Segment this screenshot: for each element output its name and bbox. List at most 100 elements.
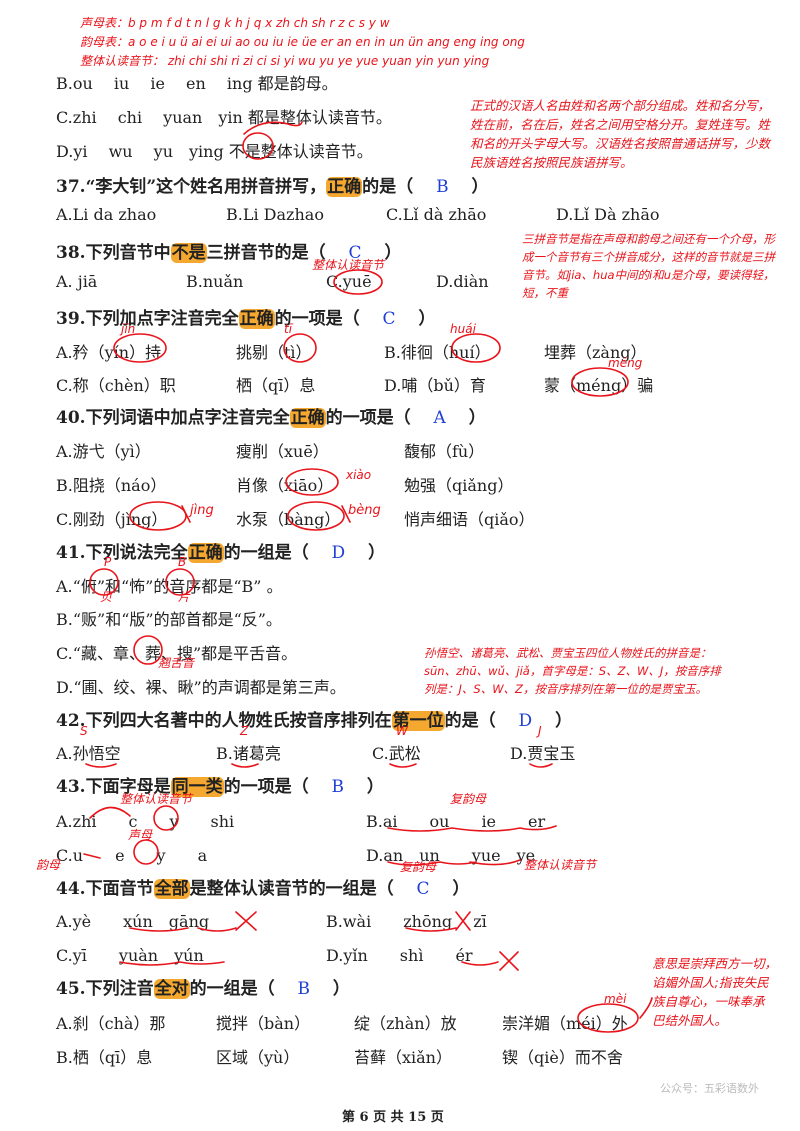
q44-highlight: 全部 [153, 879, 190, 899]
circle-mei [577, 1003, 639, 1033]
mark-xiao: xiào [346, 468, 372, 482]
zhengti-table: 整体认读音节： zhi chi shi ri zi ci si yi wu yu… [80, 54, 490, 68]
q40-a2: 瘦削（xuē） [236, 442, 329, 461]
q45-highlight: 全对 [153, 979, 190, 999]
watermark: 公众号：五彩语数外 [660, 1082, 759, 1095]
q39-title: 39.下列加点字注音完全正确的一项是（ C ） [56, 304, 435, 329]
q40-text: 40.下列词语中加点字注音完全 [56, 408, 290, 428]
q37-option-b: B.Li Dazhao [226, 205, 324, 224]
q38-title: 38.下列音节中不是三拼音节的是（ C ） [56, 238, 401, 263]
q37-text-post: 的是（ [362, 177, 414, 197]
note-surname-2: sūn、zhū、wǔ、jiǎ，首字母是：S、Z、W、J，按音序排 [424, 664, 721, 678]
q39-close: ） [418, 309, 436, 329]
underline-gang [197, 927, 237, 932]
q40-a1: A.游弋（yì） [56, 442, 151, 461]
circle-ti [283, 333, 317, 363]
q43-title: 43.下面字母是同一类的一项是（ B ） [56, 772, 384, 797]
q45-text: 45.下列注音 [56, 979, 154, 999]
q40-b3: 勉强（qiǎng） [404, 476, 514, 495]
circle-bu [242, 132, 274, 160]
q41-highlight: 正确 [187, 543, 224, 563]
note-surname-1: 孙悟空、诸葛亮、武松、贾宝玉四位人物姓氏的拼音是： [424, 646, 712, 660]
tick-jing [181, 505, 191, 523]
q38-highlight: 不是 [170, 243, 207, 263]
q39-a1: A.矜（yín）持 [56, 343, 162, 362]
underline-xun [129, 927, 189, 932]
yunmu-table: 韵母表：a o e i u ü ai ei ui ao ou iu ie üe … [80, 35, 525, 49]
mark-s: S [80, 724, 88, 738]
q37-close: ） [471, 177, 489, 197]
q39-c1: C.称（chèn）职 [56, 376, 176, 395]
mark-fuyun-1: 复韵母 [450, 792, 487, 806]
cross-d [499, 951, 519, 971]
q40-a3: 馥郁（fù） [404, 442, 485, 461]
q41-text-post: 的一组是（ [223, 543, 309, 563]
note-chongyang-1: 意思是崇拜西方一切， [652, 956, 778, 971]
q45-a1: A.刹（chà）那 [56, 1014, 166, 1033]
q43-option-a: A.zhi c y shi [56, 812, 235, 831]
underline-jia [529, 763, 553, 768]
mark-zhengti-3: 整体认读音节 [524, 858, 597, 872]
q42-highlight: 第一位 [391, 711, 445, 731]
q38-option-d: D.diàn [436, 272, 489, 291]
q41-option-b: B.“贩”和“版”的部首都是“反”。 [56, 610, 282, 629]
q37-answer: B [436, 177, 449, 197]
mark-jin: jīn [121, 322, 136, 336]
q43-highlight: 同一类 [170, 777, 224, 797]
note-name-rule: 正式的汉语人名由姓和名两个部分组成。姓和名分写，姓在前，名在后，姓名之间用空格分… [470, 98, 771, 170]
q38-answer: C [348, 243, 362, 263]
note-chongyang-2: 谄媚外国人;指丧失民 [652, 975, 769, 990]
q44-text-post: 是整体认读音节的一组是（ [189, 879, 394, 899]
circle-meng [571, 367, 629, 397]
q40-text-post: 的一项是（ [325, 408, 411, 428]
mark-zhengti-2: 整体认读音节 [120, 792, 193, 806]
q37-option-d: D.Lǐ Dà zhāo [556, 205, 660, 224]
q44-option-b: B.wài zhōng zī [326, 912, 487, 931]
q40-b2: 肖像（xiāo） [236, 476, 334, 495]
q45-title: 45.下列注音全对的一组是（ B ） [56, 974, 350, 999]
q42-text: 42.下列四大名著中的人物姓氏按音序排列在 [56, 711, 392, 731]
mark-yunmu: 韵母 [36, 858, 61, 872]
q41-title: 41.下列说法完全正确的一组是（ D ） [56, 538, 385, 563]
q44-option-d: D.yǐn shì ér [326, 946, 473, 965]
mark-z: Z [240, 724, 249, 738]
q42-text-post: 的是（ [444, 711, 496, 731]
underline-zhu [231, 763, 259, 768]
q39-a2: 挑剔（tì） [236, 343, 312, 362]
q38-text-post: 三拼音节的是（ [206, 243, 326, 263]
q38-option-b: B.nuǎn [186, 272, 244, 291]
q43-option-b: B.ai ou ie er [366, 812, 546, 831]
underline-zhong [405, 927, 457, 932]
q45-text-post: 的一组是（ [189, 979, 275, 999]
q43-text: 43.下面字母是 [56, 777, 171, 797]
q43-answer: B [331, 777, 345, 797]
q39-highlight: 正确 [238, 309, 275, 329]
q39-answer: C [382, 309, 396, 329]
q45-a3: 绽（zhàn）放 [354, 1014, 457, 1033]
q39-text: 39.下列加点字注音完全 [56, 309, 239, 329]
q42-option-b: B.诸葛亮 [216, 744, 281, 763]
circle-y [133, 839, 159, 865]
underline-wu [389, 763, 417, 768]
cross-b [455, 911, 471, 931]
circle-yue [333, 269, 383, 295]
circle-yin [113, 333, 167, 363]
q39-b1: B.徘徊（huí） [384, 343, 491, 362]
mark-beng: bèng [348, 503, 381, 518]
shengmu-table: 声母表：b p m f d t n l g k h j q x zh ch sh… [80, 16, 390, 30]
q42-option-c: C.武松 [372, 744, 421, 763]
q38-text: 38.下列音节中 [56, 243, 171, 263]
underline-sun [85, 763, 117, 768]
q45-a2: 搅拌（bàn） [216, 1014, 311, 1033]
underline-er [461, 961, 499, 966]
q38-option-a: A. jiā [56, 272, 98, 291]
q42-option-d: D.贾宝玉 [510, 744, 576, 763]
q40-answer: A [433, 408, 446, 428]
circle-jing [129, 501, 187, 531]
q44-answer: C [416, 879, 430, 899]
arrow-yunmu [83, 853, 101, 859]
q44-title: 44.下面音节全部是整体认读音节的一组是（ C ） [56, 874, 469, 899]
wavy-fuyun [387, 825, 557, 832]
q43-close: ） [366, 777, 384, 797]
page-number: 第 6 页 共 15 页 [342, 1110, 444, 1125]
